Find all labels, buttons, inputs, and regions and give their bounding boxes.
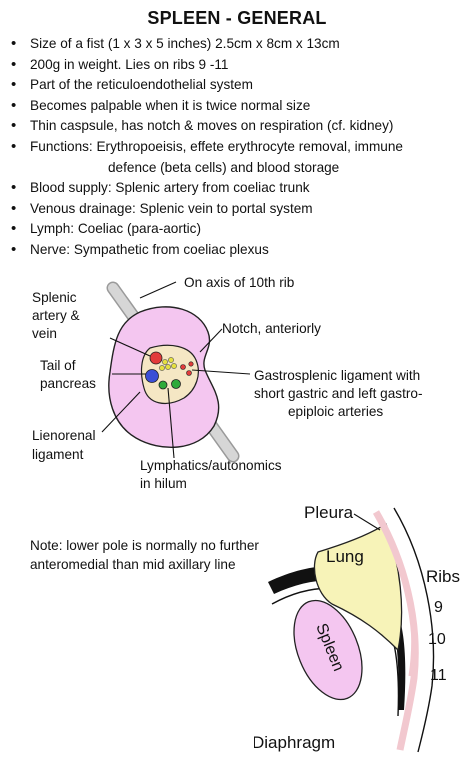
list-item: Thin caspsule, has notch & moves on resp… <box>8 116 470 137</box>
lienorenal-label-2: ligament <box>32 447 84 462</box>
tail-of-pancreas-label-2: pancreas <box>40 376 96 391</box>
leader-lines <box>101 281 251 459</box>
rib-9-label: 9 <box>434 599 443 616</box>
splenic-vessels-label-3: vein <box>32 326 57 341</box>
rib-11-label: 11 <box>430 667 447 684</box>
nerve-cluster <box>159 357 177 371</box>
tail-of-pancreas-label-1: Tail of <box>40 358 76 373</box>
gastrosplenic-label-1: Gastrosplenic ligament with <box>254 368 420 383</box>
rib-wall-line <box>393 507 435 753</box>
diaphragm-label: Diaphragm <box>254 733 335 752</box>
gastrosplenic-vessels <box>180 361 194 376</box>
list-item: Size of a fist (1 x 3 x 5 inches) 2.5cm … <box>8 34 470 55</box>
hilum-diagram: On axis of 10th rib Splenic artery & vei… <box>32 275 423 491</box>
lymphatics-label-1: Lymphatics/autonomics <box>140 458 282 473</box>
ribs-label: Ribs <box>426 567 460 586</box>
list-item: 200g in weight. Lies on ribs 9 -11 <box>8 55 470 76</box>
lung-shape <box>313 523 403 652</box>
lung-label: Lung <box>326 547 364 566</box>
splenic-vein-dot <box>145 369 159 383</box>
list-item: Becomes palpable when it is twice normal… <box>8 96 470 117</box>
note-text: Note: lower pole is normally no further … <box>30 538 259 572</box>
list-item: Lymph: Coeliac (para-aortic) <box>8 219 470 240</box>
facts-list: Size of a fist (1 x 3 x 5 inches) 2.5cm … <box>8 34 470 261</box>
lymphatic-dot <box>158 380 168 390</box>
notch-label: Notch, anteriorly <box>222 321 321 336</box>
splenic-artery-dot <box>149 351 163 365</box>
pleura-label: Pleura <box>304 503 354 522</box>
lienorenal-label-1: Lienorenal <box>32 428 96 443</box>
spleen-section <box>293 599 363 701</box>
splenic-vessels-label-2: artery & <box>32 308 80 323</box>
list-item: Nerve: Sympathetic from coeliac plexus <box>8 240 470 261</box>
lymphatic-dot <box>171 379 181 389</box>
gastrosplenic-label-2: short gastric and left gastro- <box>254 386 423 401</box>
lymphatics-label-2: in hilum <box>140 476 187 491</box>
rib-10-label: 10 <box>428 631 446 648</box>
gastrosplenic-label-3: epiploic arteries <box>288 404 383 419</box>
pleura-leader <box>353 513 381 531</box>
section-diagram: Pleura Lung Ribs 9 10 11 Spleen Diaphrag… <box>254 503 460 753</box>
list-item: Part of the reticuloendothelial system <box>8 75 470 96</box>
pleura-inner <box>380 519 415 677</box>
list-item: Venous drainage: Splenic vein to portal … <box>8 199 470 220</box>
list-item: Blood supply: Splenic artery from coelia… <box>8 178 470 199</box>
list-item: Functions: Erythropoeisis, effete erythr… <box>8 137 470 178</box>
diaphragm-band <box>268 566 406 710</box>
axis-label: On axis of 10th rib <box>184 275 294 290</box>
splenic-vessels-label-1: Splenic <box>32 290 77 305</box>
page-title: SPLEEN - GENERAL <box>147 8 327 28</box>
functions-line-2: defence (beta cells) and blood storage <box>108 159 340 175</box>
functions-line-1: Functions: Erythropoeisis, effete erythr… <box>30 138 403 154</box>
